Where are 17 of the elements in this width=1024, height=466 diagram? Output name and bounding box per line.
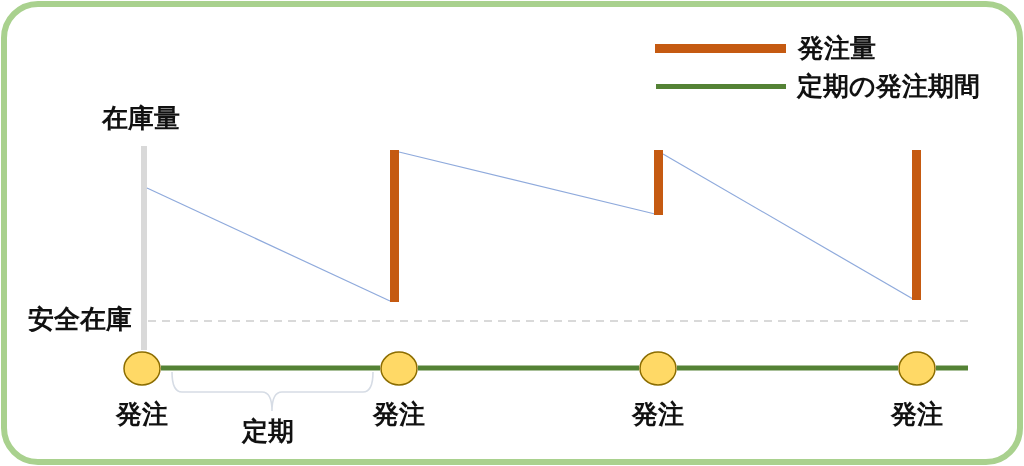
axis-title: 在庫量 — [102, 105, 180, 131]
timeline-segment — [418, 365, 639, 371]
timeline-circle — [380, 350, 418, 386]
node-caption: 発注 — [373, 401, 425, 427]
timeline-circle — [123, 350, 161, 386]
node-caption: 発注 — [116, 401, 168, 427]
timeline-circle — [639, 350, 677, 386]
brace-label: 定期 — [242, 418, 294, 444]
timeline-circle — [898, 350, 936, 386]
node-caption: 発注 — [891, 401, 943, 427]
legend-label: 発注量 — [798, 35, 876, 61]
timeline-segment — [936, 365, 968, 371]
node-caption: 発注 — [632, 401, 684, 427]
timeline-segment — [161, 365, 380, 371]
legend-label: 定期の発注期間 — [797, 73, 980, 99]
safety-stock-label: 安全在庫 — [28, 306, 132, 332]
timeline-segment — [677, 365, 898, 371]
